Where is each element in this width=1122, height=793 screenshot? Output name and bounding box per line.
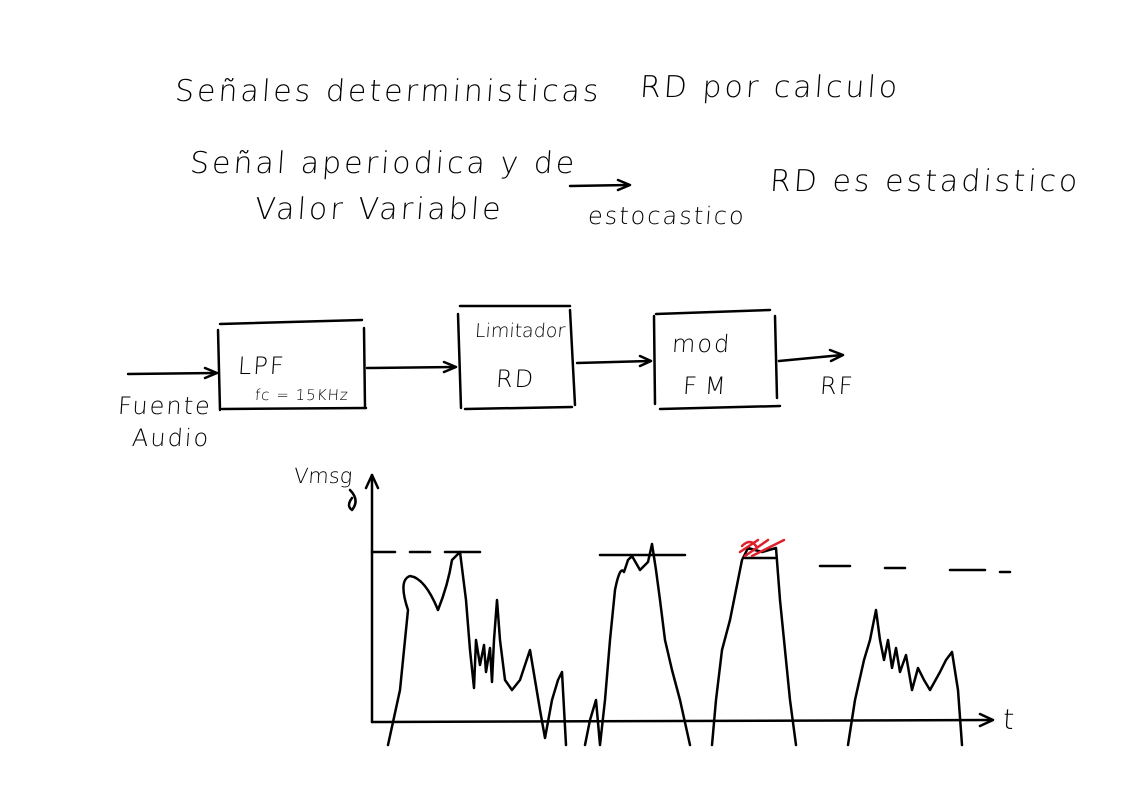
lpf-box: [216, 318, 368, 412]
fm-label: FM: [682, 372, 735, 400]
audio-waveform: [386, 542, 964, 747]
mod-label: mod: [671, 330, 733, 358]
y-axis-label: Vmsg: [293, 464, 354, 488]
lpf-cutoff-label: fc = 15KHz: [254, 386, 350, 404]
y-label-hook: [347, 488, 357, 512]
x-axis: [370, 712, 995, 728]
note-valor-variable: Valor Variable: [253, 192, 505, 227]
mod-fm-box: [652, 308, 782, 411]
y-axis: [364, 473, 380, 724]
note-rd-por-calculo: RD por calculo: [638, 70, 902, 105]
arrow-lpf-to-limitador: [365, 360, 458, 374]
note-estocastico: estocastico: [587, 202, 747, 230]
input-label-audio: Audio: [131, 424, 212, 452]
limitador-label: Limitador: [474, 320, 567, 342]
limit-level-dashed-line: [370, 550, 1012, 574]
output-label-rf: RF: [819, 372, 856, 400]
limitador-box: [456, 304, 577, 411]
input-arrow: [126, 366, 219, 380]
limitador-rd-label: RD: [495, 365, 537, 393]
arrow-to-estocastico: [568, 178, 632, 192]
lpf-label: LPF: [237, 352, 287, 380]
output-arrow: [777, 348, 845, 363]
note-rd-es-estadistico: RD es estadistico: [768, 164, 1082, 199]
x-axis-label: t: [1001, 703, 1018, 736]
input-label-fuente: Fuente: [117, 392, 213, 420]
note-senales-deterministicas: Señales deterministicas: [173, 74, 603, 109]
note-senal-aperiodica: Señal aperiodica y de: [188, 146, 579, 181]
arrow-limitador-to-mod: [575, 354, 653, 368]
clipping-highlight: [738, 538, 786, 558]
